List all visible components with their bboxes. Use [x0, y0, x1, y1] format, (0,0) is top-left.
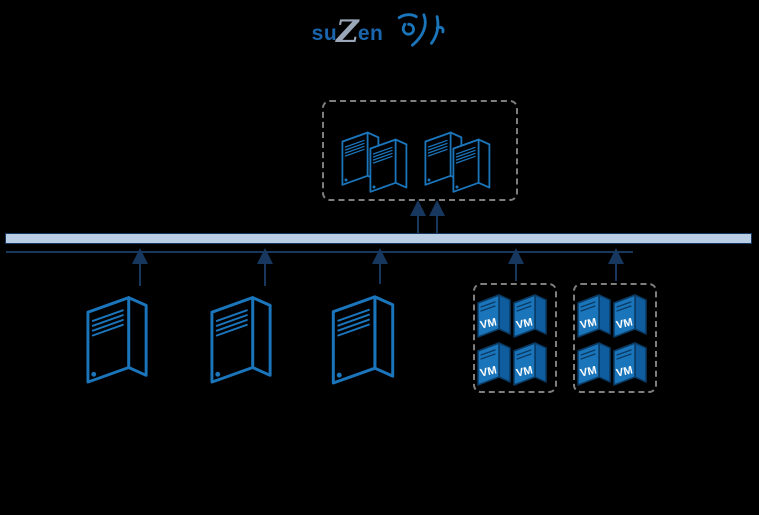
cluster-server-4	[451, 133, 493, 193]
cluster-server-2	[368, 133, 410, 193]
vm-2-1	[576, 290, 612, 338]
vm-1-4	[512, 338, 548, 386]
logo-wordmark: su Z en	[311, 13, 384, 50]
network-bus-underline	[6, 251, 633, 253]
logo-letter-z: Z	[336, 13, 359, 50]
vm-1-2	[512, 290, 548, 338]
vm-2-4	[612, 338, 648, 386]
logo-text-right: en	[357, 21, 384, 45]
vm-group-1-box	[473, 283, 557, 393]
network-bus-bar	[5, 233, 752, 244]
logo-text-left: su	[311, 21, 338, 45]
vm-2-2	[612, 290, 648, 338]
vm-1-1	[476, 290, 512, 338]
vm-1-3	[476, 338, 512, 386]
standalone-server-1	[84, 287, 152, 384]
blue-calligraphy-mark-icon	[398, 13, 445, 47]
standalone-server-2	[208, 287, 276, 384]
vm-group-2-box	[573, 283, 657, 393]
vm-2-3	[576, 338, 612, 386]
logo: su Z en	[0, 10, 759, 50]
standalone-server-3	[329, 286, 399, 385]
